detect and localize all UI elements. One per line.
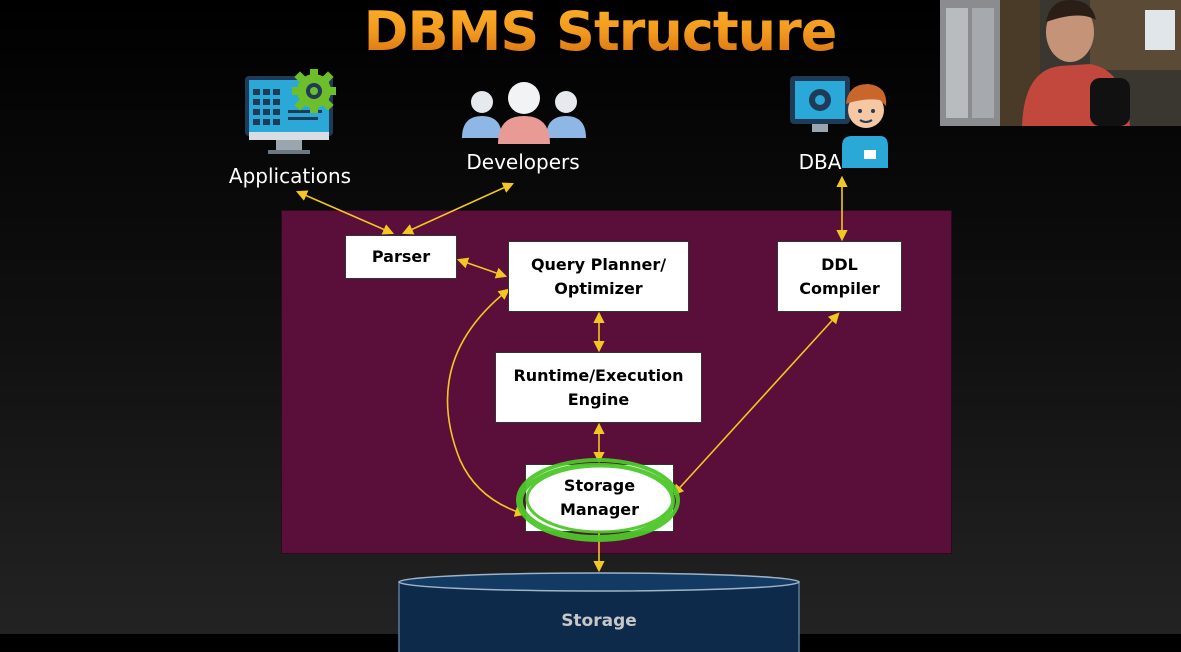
ddl-compiler-line-2: Compiler bbox=[799, 278, 880, 298]
ddl-compiler-line-1: DDL bbox=[821, 254, 858, 274]
webcam-overlay bbox=[940, 0, 1181, 126]
runtime-engine-line-2: Engine bbox=[567, 389, 630, 409]
storage-manager-box: Storage Manager bbox=[525, 464, 674, 532]
slide-title: DBMS Structure bbox=[300, 0, 900, 63]
presenter-video-image bbox=[940, 0, 1181, 126]
query-planner-box: Query Planner/ Optimizer bbox=[508, 241, 689, 312]
storage-label: Storage bbox=[561, 611, 637, 631]
ddl-compiler-box: DDL Compiler bbox=[777, 241, 902, 312]
parser-label: Parser bbox=[371, 247, 431, 266]
parser-box: Parser bbox=[345, 235, 457, 279]
runtime-engine-line-1: Runtime/Execution bbox=[513, 365, 684, 385]
applications-label: Applications bbox=[228, 164, 352, 188]
query-planner-line-2: Optimizer bbox=[554, 278, 643, 298]
runtime-engine-box: Runtime/Execution Engine bbox=[495, 352, 702, 423]
developers-label: Developers bbox=[466, 150, 580, 174]
query-planner-line-1: Query Planner/ bbox=[530, 254, 667, 274]
storage-manager-line-1: Storage bbox=[563, 476, 636, 495]
dba-label: DBA bbox=[798, 150, 842, 174]
storage-manager-line-2: Manager bbox=[559, 500, 640, 519]
